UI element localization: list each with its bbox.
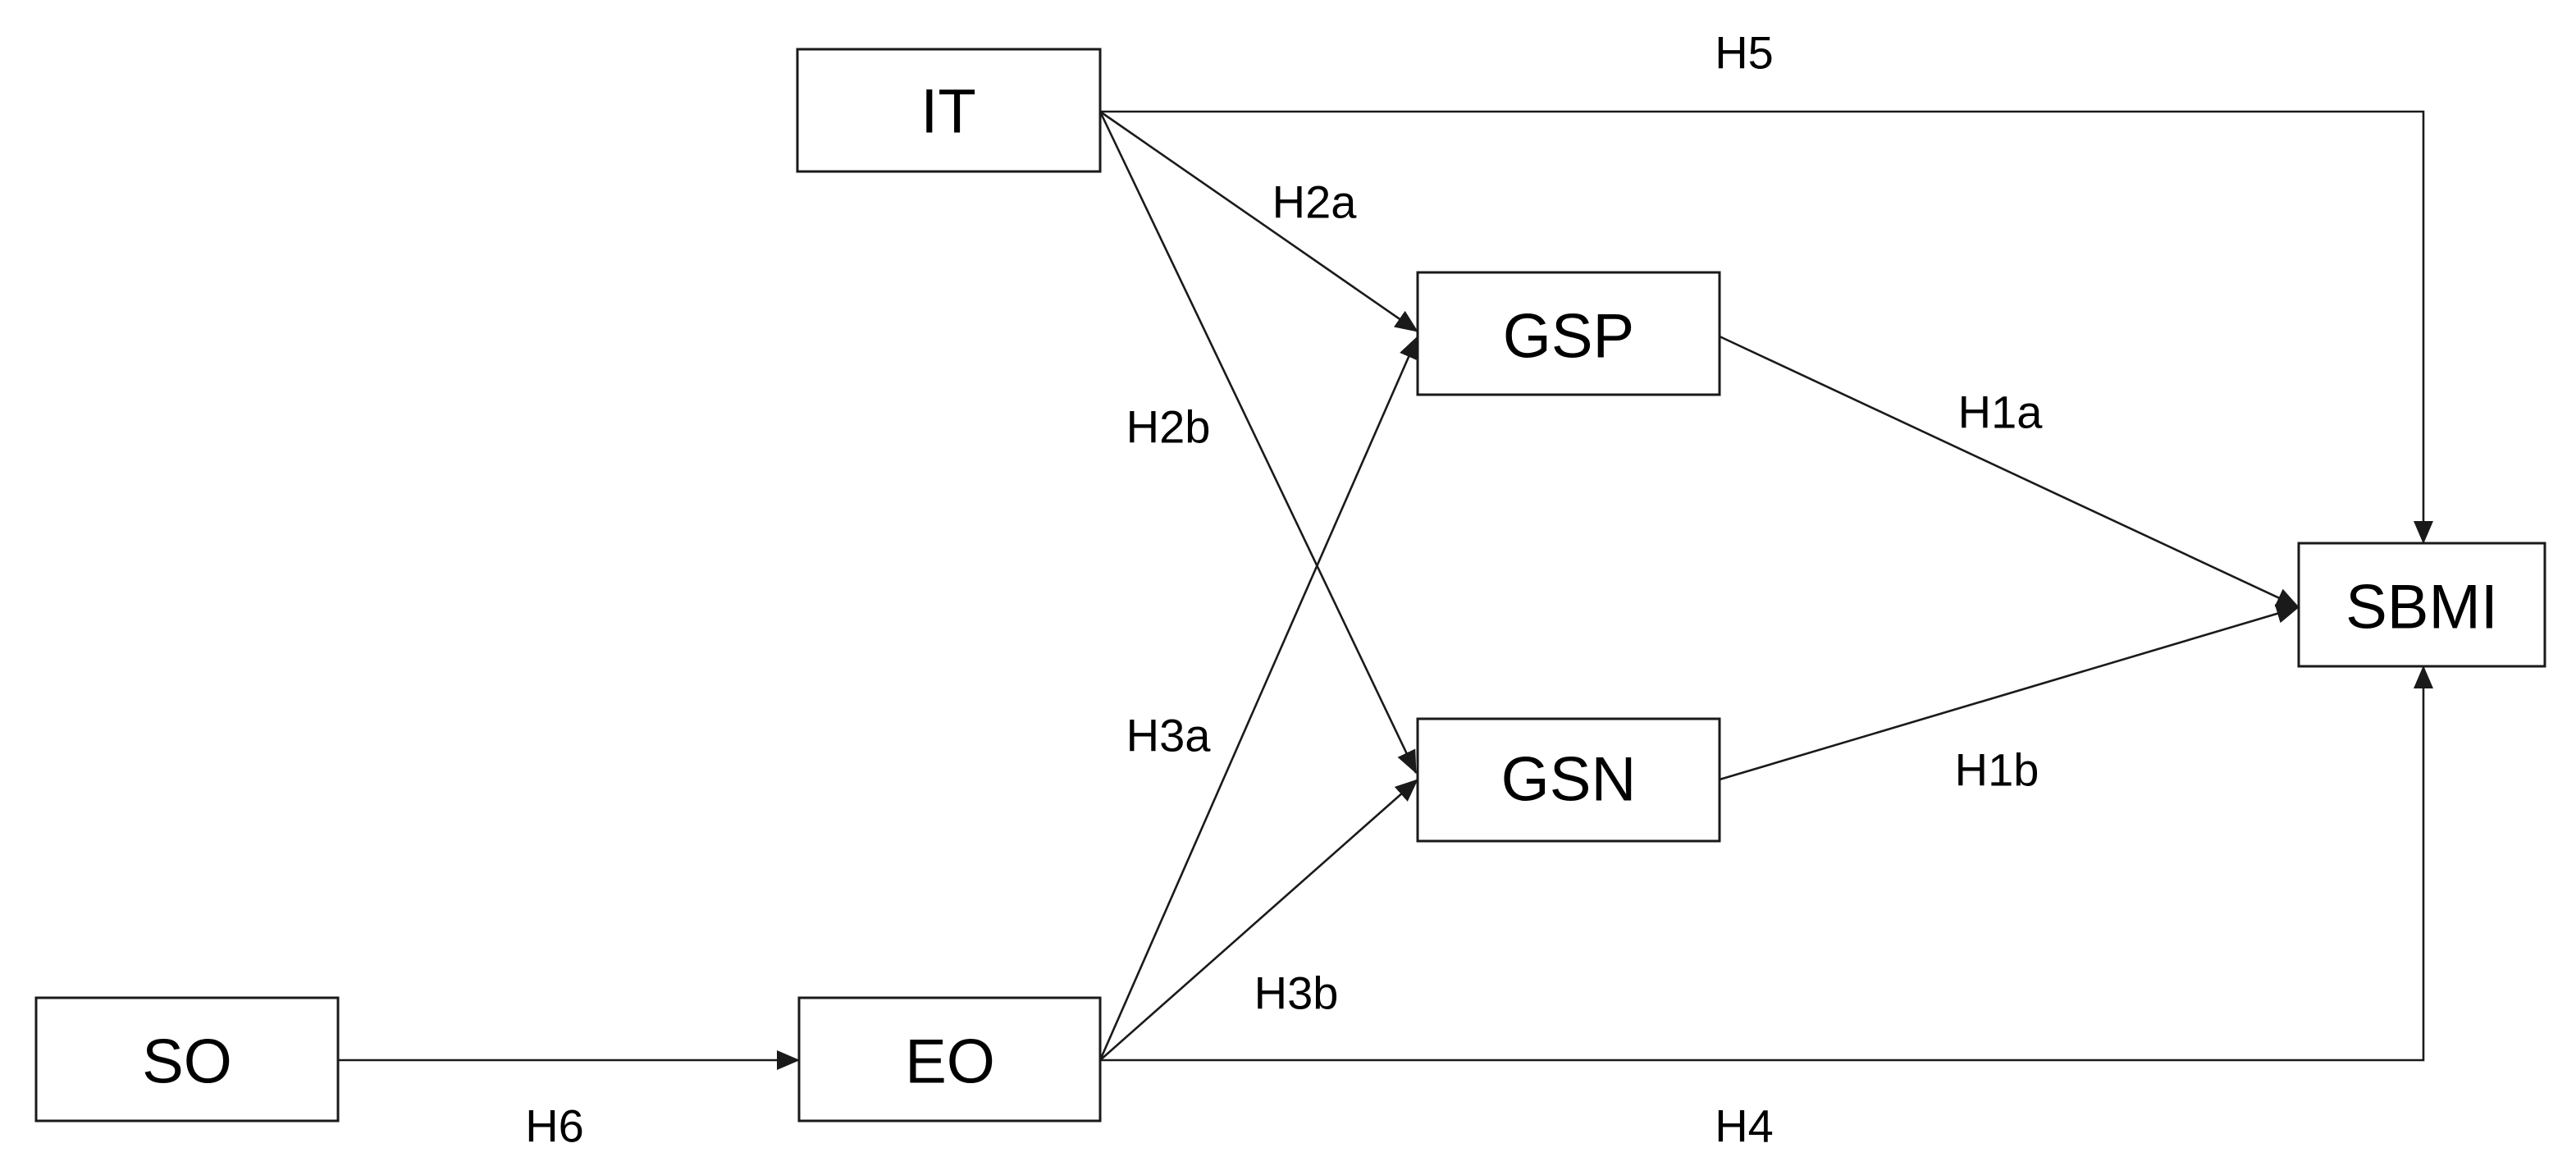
node-label-gsn: GSN bbox=[1501, 745, 1637, 815]
edge-label-h6: H6 bbox=[525, 1100, 584, 1152]
edge-label-h2a: H2a bbox=[1272, 176, 1358, 228]
edge-eo-to-sbmi bbox=[1100, 665, 2433, 1062]
node-sbmi: SBMI bbox=[2297, 542, 2546, 668]
node-gsp: GSP bbox=[1416, 271, 1721, 396]
edge-label-h5: H5 bbox=[1715, 27, 1774, 79]
edge-label-h4: H4 bbox=[1715, 1100, 1774, 1152]
node-label-gsp: GSP bbox=[1503, 302, 1635, 372]
node-label-eo: EO bbox=[905, 1027, 995, 1097]
edge-label-h1b: H1b bbox=[1955, 744, 2039, 796]
edge-gsp-to-sbmi bbox=[1719, 335, 2300, 609]
edge-eo-to-gsp bbox=[1098, 336, 1419, 1061]
edge-label-h1a: H1a bbox=[1958, 386, 2044, 438]
edge-gsn-to-sbmi bbox=[1719, 604, 2300, 781]
node-eo: EO bbox=[797, 996, 1102, 1123]
edge-label-h3b: H3b bbox=[1254, 967, 1339, 1019]
edge-label-h3a: H3a bbox=[1126, 710, 1212, 761]
node-gsn: GSN bbox=[1416, 717, 1721, 843]
node-label-sbmi: SBMI bbox=[2345, 573, 2498, 642]
edge-it-to-sbmi bbox=[1100, 110, 2433, 544]
node-label-so: SO bbox=[142, 1027, 232, 1097]
node-so: SO bbox=[34, 996, 340, 1123]
edge-label-h2b: H2b bbox=[1126, 401, 1211, 453]
node-label-it: IT bbox=[920, 77, 976, 147]
edge-labels: H5 H2a H2b H1a H1b H3a H3b H4 H6 bbox=[525, 27, 2043, 1152]
edge-it-to-gsn bbox=[1098, 111, 1418, 774]
node-it: IT bbox=[796, 48, 1102, 173]
edge-eo-to-gsn bbox=[1099, 779, 1418, 1061]
edges bbox=[338, 110, 2433, 1070]
edge-it-to-gsp bbox=[1099, 110, 1418, 333]
